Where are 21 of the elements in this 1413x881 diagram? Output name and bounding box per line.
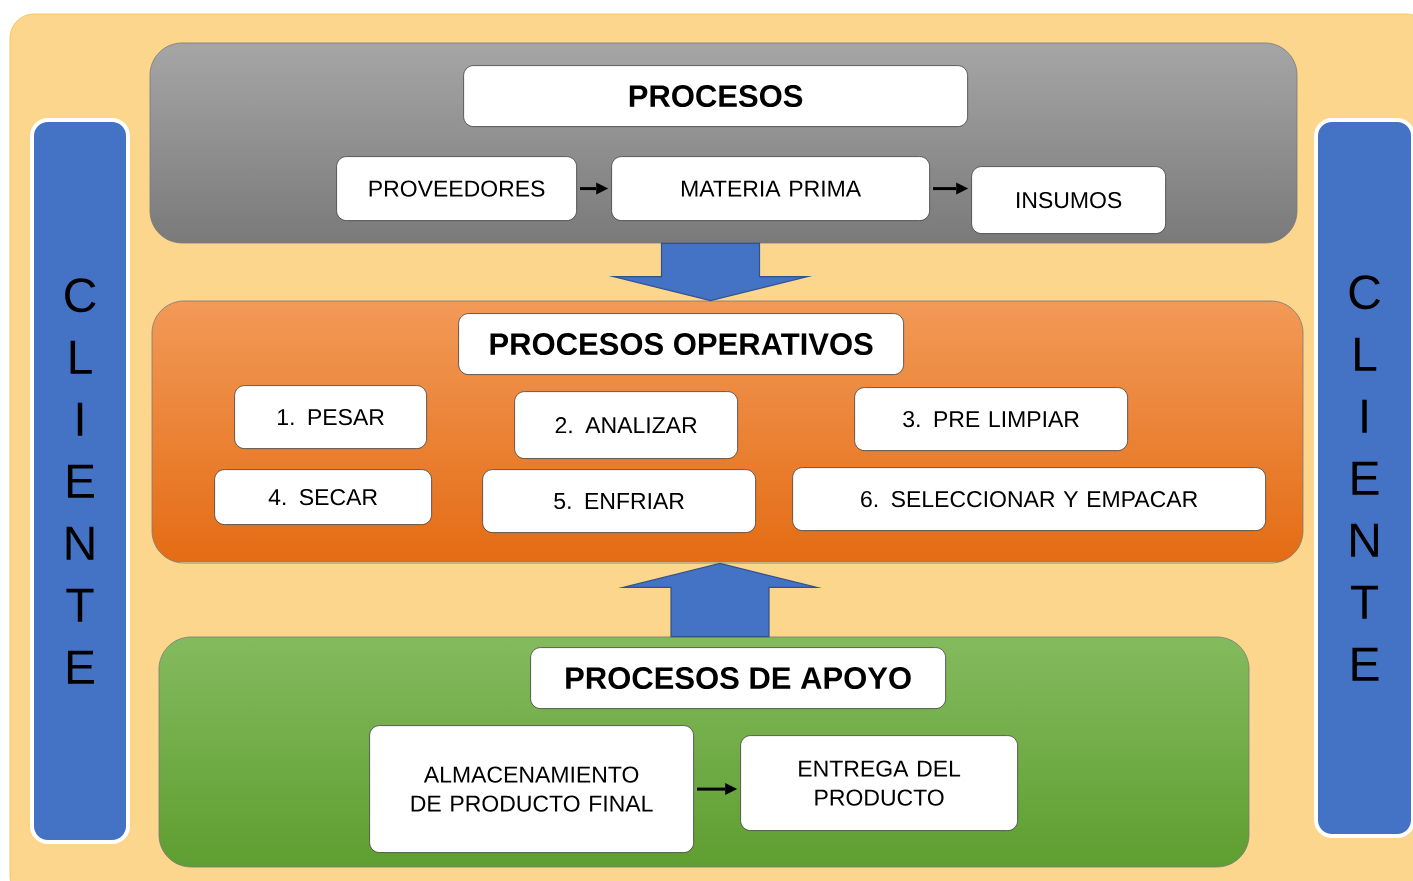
block-arrow: [608, 242, 813, 302]
block-arrow: [618, 562, 822, 638]
header-box: PROCESOS: [463, 65, 968, 127]
header-box: PROCESOS OPERATIVOS: [458, 313, 904, 375]
process-box: INSUMOS: [971, 166, 1166, 234]
arrow: [580, 182, 609, 195]
process-box: 1. PESAR: [234, 385, 427, 449]
header-box: PROCESOS DE APOYO: [530, 647, 946, 709]
client-bar: CLIENTE: [30, 118, 130, 844]
process-box: 3. PRE LIMPIAR: [854, 387, 1128, 451]
process-box: 6. SELECCIONAR Y EMPACAR: [792, 467, 1266, 531]
client-bar: CLIENTE: [1314, 118, 1413, 838]
process-box: ENTREGA DEL PRODUCTO: [740, 735, 1018, 831]
process-box: 4. SECAR: [214, 469, 432, 525]
process-box: MATERIA PRIMA: [611, 156, 930, 221]
process-box: 2. ANALIZAR: [514, 391, 738, 459]
arrow: [933, 182, 969, 195]
arrow: [697, 783, 738, 796]
process-box: ALMACENAMIENTO DE PRODUCTO FINAL: [369, 725, 694, 853]
process-box: PROVEEDORES: [336, 156, 577, 221]
process-box: 5. ENFRIAR: [482, 469, 756, 533]
